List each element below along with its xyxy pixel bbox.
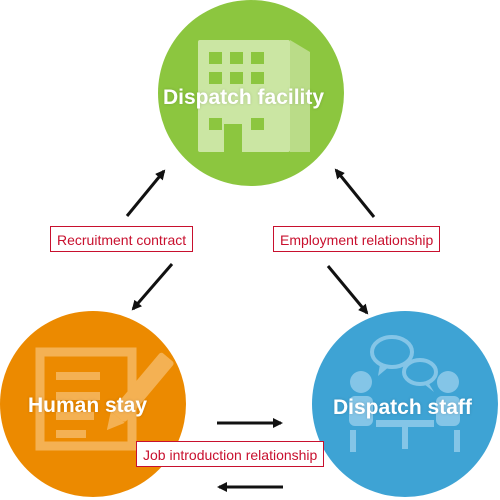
meeting-people-icon — [349, 335, 460, 452]
dispatch-facility-node — [158, 0, 344, 186]
human-stay-label: Human stay — [28, 394, 148, 417]
arrow-to-facility-right — [334, 168, 376, 218]
arrow-to-human-stay — [131, 263, 174, 311]
dispatch-staff-circle — [312, 311, 498, 497]
building-icon — [198, 40, 310, 152]
employment-relationship-label: Employment relationship — [273, 226, 441, 252]
arrow-to-facility-left — [125, 169, 166, 217]
document-pen-icon — [35, 347, 174, 451]
dispatch-staff-node — [312, 311, 498, 497]
dispatch-facility-label: Dispatch facility — [163, 86, 325, 109]
recruitment-contract-label: Recruitment contract — [50, 226, 194, 252]
arrow-to-dispatch-staff — [326, 265, 369, 315]
job-introduction-relationship-label: Job introduction relationship — [136, 441, 325, 467]
dispatch-staff-label: Dispatch staff — [333, 396, 472, 419]
